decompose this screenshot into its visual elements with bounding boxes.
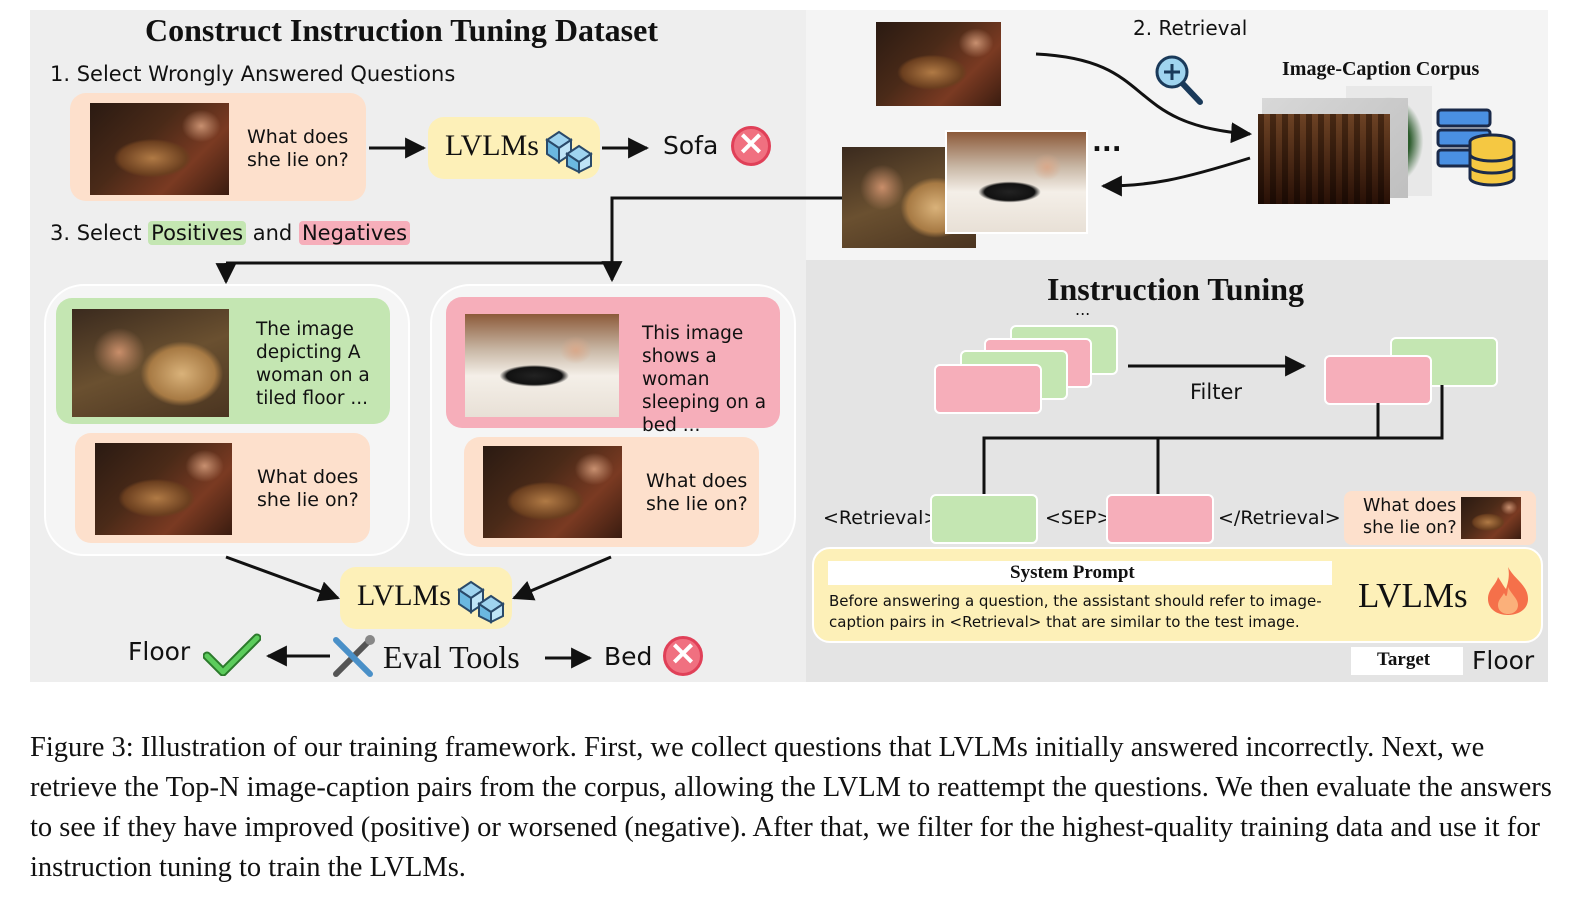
corpus-label: Image-Caption Corpus <box>1282 58 1480 80</box>
more-results-ellipsis: ... <box>1092 128 1122 158</box>
positive-slot <box>930 494 1038 544</box>
eval-tools-label: Eval Tools <box>383 639 520 675</box>
step3-label: 3. Select Positives and Negatives <box>50 221 411 245</box>
correct-answer: Floor <box>128 637 191 666</box>
query-image <box>876 22 1001 106</box>
stack-ellipsis: ... <box>1075 300 1091 319</box>
positives-label: Positives <box>148 221 247 245</box>
figure-caption: Figure 3: Illustration of our training f… <box>30 732 1552 883</box>
negative-caption: This image shows a woman sleeping on a b… <box>642 323 767 436</box>
woman-dog-image <box>72 309 229 417</box>
target-box <box>1351 647 1463 675</box>
magnifier-icon <box>1155 55 1203 105</box>
negative-sample <box>934 364 1042 414</box>
cube-icon <box>545 130 593 174</box>
retrieved-image <box>945 130 1088 234</box>
cube-icon <box>457 580 505 624</box>
lvlms-label: LVLMs <box>1358 576 1468 615</box>
cross-icon <box>731 123 771 166</box>
system-prompt-text: Before answering a question, the assista… <box>829 592 1322 631</box>
wrong-answer: Bed <box>604 642 653 671</box>
dog-image <box>95 443 232 535</box>
dog-image <box>90 103 229 195</box>
system-prompt-header <box>828 561 1332 585</box>
database-icon <box>1436 108 1516 187</box>
dog-image <box>483 446 622 538</box>
question-text: What does she lie on? <box>247 126 349 171</box>
wrong-answer: Sofa <box>663 131 719 160</box>
positive-caption: The image depicting A woman on a tiled f… <box>256 319 370 409</box>
panel-title: Construct Instruction Tuning Dataset <box>145 12 658 48</box>
test-image <box>1461 497 1521 539</box>
lvlms-label: LVLMs <box>357 579 451 612</box>
sep-tag: <SEP> <box>1045 507 1113 529</box>
target-label: Target <box>1377 649 1431 670</box>
check-icon <box>203 633 261 676</box>
negative-slot <box>1106 494 1214 544</box>
filter-label: Filter <box>1190 380 1243 404</box>
cross-icon <box>663 633 703 676</box>
woman-bed-image <box>465 314 619 417</box>
instruction-tuning-title: Instruction Tuning <box>1047 271 1305 307</box>
filtered-negative <box>1324 355 1432 405</box>
retrieval-close-tag: </Retrieval> <box>1218 507 1341 529</box>
question-text: What does she lie on? <box>1363 496 1457 538</box>
flame-icon <box>1488 567 1528 615</box>
system-prompt-title: System Prompt <box>1010 562 1135 583</box>
retrieval-open-tag: <Retrieval> <box>823 507 940 529</box>
target-value: Floor <box>1472 646 1535 675</box>
step3-and: and <box>246 221 299 245</box>
question-text: What does she lie on? <box>646 470 748 515</box>
step1-label: 1. Select Wrongly Answered Questions <box>50 62 456 86</box>
corpus-image <box>1258 114 1390 204</box>
tools-icon <box>333 635 375 677</box>
step3-prefix: 3. Select <box>50 221 149 245</box>
lvlms-label: LVLMs <box>445 129 539 162</box>
negatives-label: Negatives <box>298 221 411 245</box>
retrieval-step-label: 2. Retrieval <box>1133 16 1248 40</box>
question-text: What does she lie on? <box>257 466 359 511</box>
